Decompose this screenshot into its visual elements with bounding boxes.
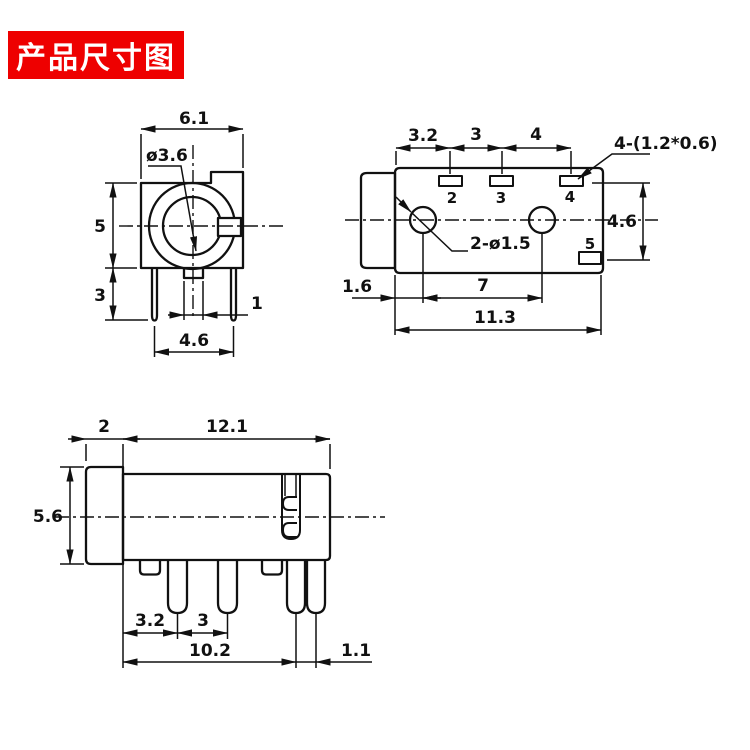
pad-number-2: 2 [447,189,457,207]
front-contact-window [216,216,243,238]
front-body-outline [139,170,245,270]
solder-pad-5 [578,251,602,265]
leader-line [411,212,468,252]
side-stub-2 [260,560,284,576]
dim-top-slot-size: 4-(1.2*0.6) [614,134,718,154]
pad-number-4: 4 [565,188,575,206]
dim-side-span: 10.2 [189,641,231,661]
dim-side-pair-pitch: 1.1 [341,641,371,661]
dim-top-height: 4.6 [607,212,637,232]
side-pin-1 [166,560,189,615]
dim-front-height: 5 [94,217,106,237]
side-pin-3 [285,560,307,615]
dim-top-pitch-a: 3.2 [408,126,438,146]
dim-front-diameter: ø3.6 [146,146,188,166]
solder-pad-3 [489,175,514,187]
solder-pad-2 [438,175,463,187]
dim-side-bushing: 2 [98,417,110,437]
dim-side-pitch-b: 3 [197,611,209,631]
leader-line [577,153,650,180]
dim-side-body: 12.1 [206,417,248,437]
front-view: 6.1 ø3.6 5 3 1 4.6 [94,109,285,357]
dim-top-pitch-b: 3 [470,125,482,145]
dim-front-pin-length: 3 [94,286,106,306]
dim-front-width: 6.1 [179,109,209,129]
pad-number-5: 5 [585,235,595,253]
contact-spring-lower [282,522,297,538]
dim-top-hole-span: 7 [477,276,489,296]
solder-pad-4 [559,175,584,187]
side-pin-2 [216,560,239,615]
title-badge: 产品尺寸图 [8,31,184,79]
side-bushing [84,465,125,566]
dim-top-pitch-c: 4 [530,125,542,145]
side-view: 2 12.1 5.6 3.2 3 10.2 1.1 [33,417,385,668]
front-left-pin [150,268,159,322]
top-view: 2 3 4 5 3.2 3 4 4-(1.2*0.6) 4.6 [342,125,718,335]
dim-side-height: 5.6 [33,507,63,527]
dim-front-pin-pitch: 4.6 [179,331,209,351]
side-stub-1 [138,560,162,576]
contact-spring-upper [282,496,297,511]
leader-line [148,165,198,252]
side-pin-4 [305,560,327,615]
leader-line [395,196,412,213]
dim-top-edge: 1.6 [342,277,372,297]
dim-side-pitch-a: 3.2 [135,611,165,631]
page-title: 产品尺寸图 [16,41,176,76]
pad-number-3: 3 [496,189,506,207]
dim-front-tab-width: 1 [251,294,263,314]
front-right-pin [229,268,238,322]
dim-top-holes: 2-ø1.5 [470,234,531,254]
top-body-outline [393,166,605,275]
dim-top-total-width: 11.3 [474,308,516,328]
side-body-outline [121,472,332,562]
